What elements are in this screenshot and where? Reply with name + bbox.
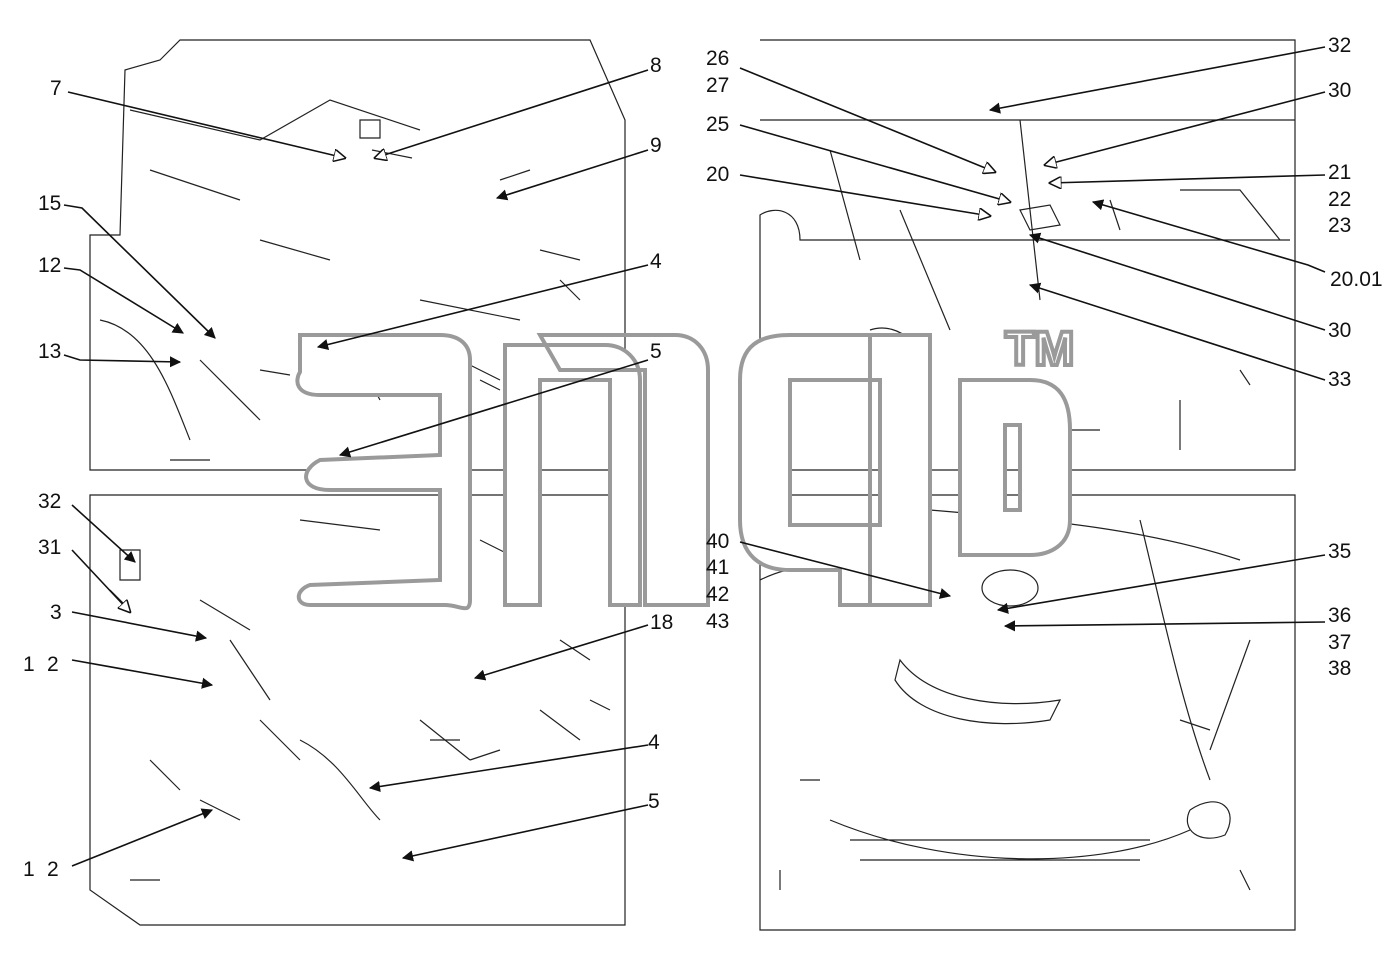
leader-1-2-top — [71, 659, 214, 689]
leader-4-top — [316, 264, 649, 351]
part-label: 42 — [706, 583, 729, 606]
part-label: 3 — [50, 601, 62, 624]
leader-36 — [1003, 620, 1326, 632]
watermark-logo: TM — [295, 321, 1076, 611]
leader-26-27 — [739, 67, 995, 172]
part-label: 43 — [706, 610, 729, 633]
part-label: 27 — [706, 74, 729, 97]
leader-21 — [1050, 174, 1326, 183]
leader-5-bottom — [401, 804, 649, 862]
leader-35 — [996, 554, 1326, 614]
part-label: 41 — [706, 556, 729, 579]
part-label: 2 — [47, 858, 59, 881]
part-label: 32 — [38, 490, 61, 513]
part-label: 1 — [23, 653, 35, 676]
part-label: 12 — [38, 254, 61, 277]
part-label: 22 — [1328, 188, 1351, 211]
part-label: 20.01 — [1330, 268, 1383, 291]
part-label: 4 — [648, 731, 660, 754]
leader-30-bottom — [1028, 232, 1326, 331]
leader-31 — [71, 549, 130, 612]
part-label: 30 — [1328, 319, 1351, 342]
leader-8 — [375, 69, 649, 158]
part-label: 30 — [1328, 79, 1351, 102]
leader-3 — [71, 611, 208, 642]
part-label: 21 — [1328, 161, 1351, 184]
leader-25 — [739, 124, 1010, 202]
panel-bottom-right — [759, 494, 1296, 931]
part-label: 23 — [1328, 214, 1351, 237]
leader-20 — [739, 174, 990, 216]
part-label: 26 — [706, 47, 729, 70]
panel-top-left — [89, 39, 626, 471]
leader-4-bottom — [368, 744, 649, 792]
part-label: 13 — [38, 340, 61, 363]
part-label: 2 — [47, 653, 59, 676]
part-label: 7 — [50, 77, 62, 100]
part-label: 15 — [38, 192, 61, 215]
leader-33 — [1028, 282, 1326, 381]
leader-32-top — [988, 46, 1326, 114]
panel-bottom-left — [89, 494, 626, 926]
part-label: 5 — [650, 340, 662, 363]
part-label: 1 — [23, 858, 35, 881]
part-label: 9 — [650, 134, 662, 157]
leader-9 — [495, 149, 649, 201]
leader-30-top — [1045, 91, 1326, 165]
trademark-mark: TM — [1005, 323, 1074, 376]
part-label: 25 — [706, 113, 729, 136]
part-label: 37 — [1328, 631, 1351, 654]
part-label: 18 — [650, 611, 673, 634]
part-label: 36 — [1328, 604, 1351, 627]
leader-15 — [63, 204, 216, 339]
part-label: 31 — [38, 536, 61, 559]
part-label: 38 — [1328, 657, 1351, 680]
leader-32-bottom — [71, 504, 136, 563]
part-label: 5 — [648, 790, 660, 813]
part-label: 8 — [650, 54, 662, 77]
part-label: 32 — [1328, 34, 1351, 57]
leader-5-top — [338, 359, 649, 458]
part-label: 4 — [650, 250, 662, 273]
leader-lines — [63, 46, 1326, 867]
leader-40 — [739, 541, 952, 599]
leader-12 — [63, 267, 184, 334]
part-labels: 7 8 9 15 12 13 4 5 26 27 25 20 32 30 21 … — [23, 34, 1383, 881]
part-label: 35 — [1328, 540, 1351, 563]
leader-13 — [63, 354, 182, 368]
leader-20-01 — [1091, 199, 1326, 273]
part-label: 33 — [1328, 368, 1351, 391]
part-label: 20 — [706, 163, 729, 186]
part-label: 40 — [706, 530, 729, 553]
leader-1-2-bottom — [71, 808, 214, 867]
leader-18 — [473, 624, 649, 681]
leader-7 — [67, 91, 345, 158]
